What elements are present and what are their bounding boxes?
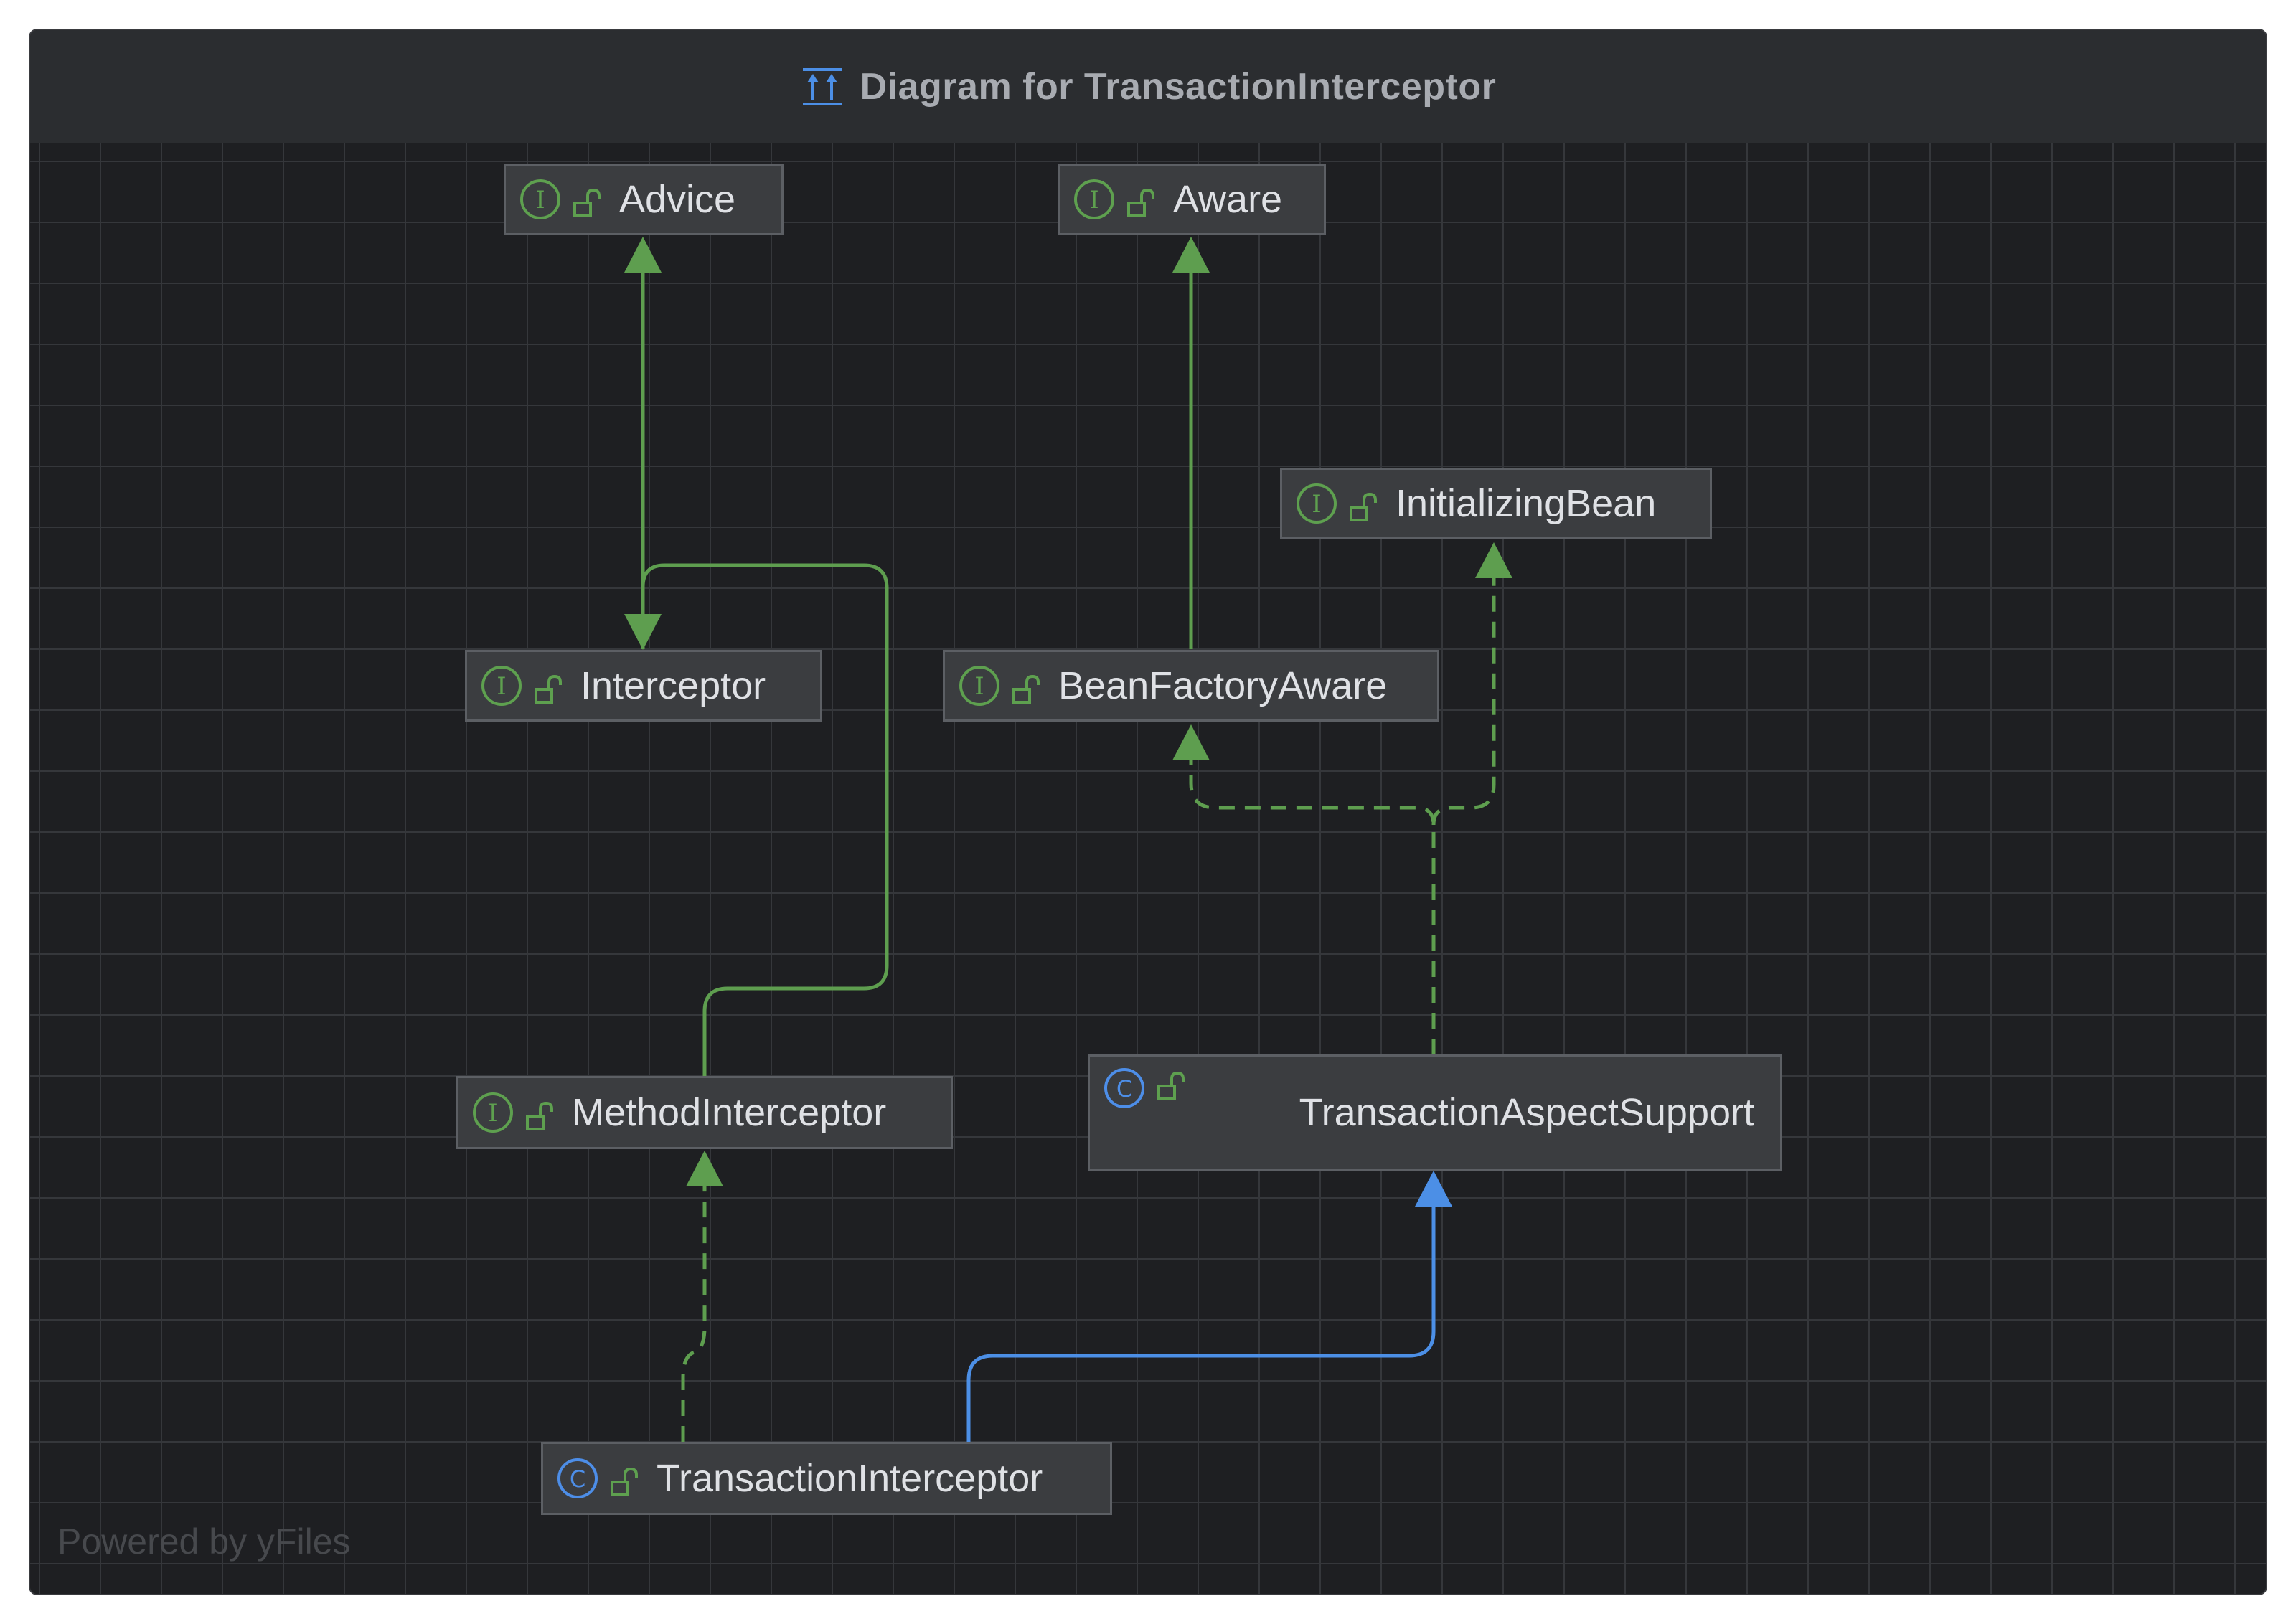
node-label: Aware: [1173, 178, 1283, 221]
svg-text:I: I: [488, 1099, 497, 1128]
node-method-interceptor[interactable]: I MethodInterceptor: [456, 1076, 953, 1149]
svg-text:I: I: [497, 672, 506, 701]
lock-icon: [524, 1097, 556, 1130]
node-label: Interceptor: [580, 664, 766, 707]
interface-icon: I: [480, 664, 523, 707]
svg-text:C: C: [1116, 1075, 1132, 1103]
node-initializing-bean[interactable]: I InitializingBean: [1280, 468, 1712, 539]
interface-icon: I: [1073, 178, 1116, 221]
lock-icon: [609, 1463, 641, 1496]
lock-icon: [572, 184, 603, 217]
lock-icon: [1126, 184, 1157, 217]
node-aware[interactable]: I Aware: [1058, 164, 1326, 235]
node-label: TransactionAspectSupport: [1299, 1091, 1754, 1134]
node-bean-factory-aware[interactable]: I BeanFactoryAware: [943, 650, 1439, 722]
window-title: Diagram for TransactionInterceptor: [860, 66, 1497, 108]
node-label: MethodInterceptor: [572, 1091, 887, 1134]
node-advice[interactable]: I Advice: [504, 164, 784, 235]
svg-text:C: C: [570, 1465, 585, 1493]
class-icon: C: [1103, 1067, 1146, 1110]
node-label: Advice: [619, 178, 736, 221]
node-label: BeanFactoryAware: [1058, 664, 1388, 707]
svg-text:I: I: [535, 186, 545, 214]
diagram-icon: [800, 67, 844, 107]
interface-icon: I: [471, 1091, 514, 1134]
interface-icon: I: [958, 664, 1001, 707]
lock-icon: [1011, 670, 1043, 704]
node-label: TransactionInterceptor: [657, 1457, 1043, 1500]
svg-text:I: I: [974, 672, 984, 701]
class-icon: C: [556, 1457, 599, 1500]
diagram-window: Diagram for TransactionInterceptor: [29, 29, 2267, 1595]
node-transaction-interceptor[interactable]: C TransactionInterceptor: [541, 1442, 1112, 1515]
node-interceptor[interactable]: I Interceptor: [465, 650, 822, 722]
title-bar: Diagram for TransactionInterceptor: [30, 30, 2266, 143]
lock-icon: [1348, 488, 1380, 521]
diagram-canvas[interactable]: [30, 143, 2266, 1594]
interface-icon: I: [519, 178, 562, 221]
node-transaction-aspect-support[interactable]: C TransactionAspectSupport: [1088, 1054, 1782, 1171]
lock-icon: [533, 670, 565, 704]
watermark: Powered by yFiles: [57, 1521, 351, 1562]
svg-text:I: I: [1312, 490, 1321, 519]
svg-text:I: I: [1089, 186, 1098, 214]
lock-icon: [1156, 1067, 1187, 1100]
node-label: InitializingBean: [1396, 482, 1657, 525]
interface-icon: I: [1295, 482, 1338, 525]
